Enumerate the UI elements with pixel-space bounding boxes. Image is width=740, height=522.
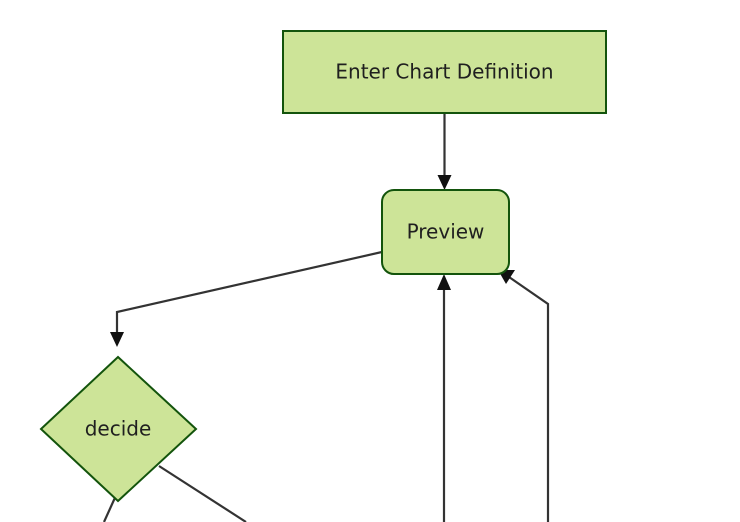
edge-into-preview-bottom: [437, 274, 451, 522]
edge-decide-out-right: [158, 465, 247, 522]
node-enter-chart-definition-shape: [282, 30, 607, 114]
node-preview[interactable]: Preview: [381, 189, 510, 275]
edge-definition-to-preview: [437, 113, 452, 190]
edge-preview-to-decide: [110, 250, 383, 347]
node-preview-label: Preview: [407, 220, 485, 244]
node-enter-chart-definition-label: Enter Chart Definition: [335, 60, 553, 84]
node-decide-shape: [39, 355, 198, 503]
node-decide[interactable]: decide: [39, 355, 198, 503]
node-decide-label: decide: [85, 417, 152, 441]
node-enter-chart-definition[interactable]: Enter Chart Definition: [282, 30, 607, 114]
node-preview-shape: [381, 189, 510, 275]
edge-into-preview-bottom-right: [498, 270, 550, 522]
